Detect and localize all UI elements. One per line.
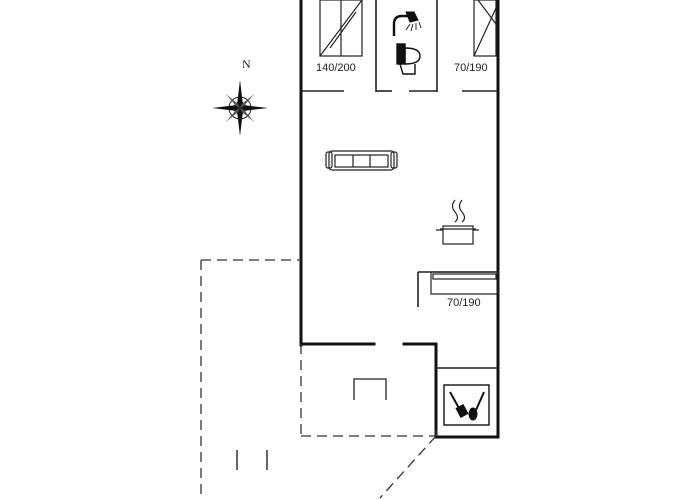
bed-icon (430, 271, 499, 295)
bed-icon (319, 0, 363, 57)
toilet-icon (396, 43, 421, 75)
exterior-walls (299, 0, 500, 439)
compass-north-label: N (242, 57, 251, 71)
cooking-pot-icon (436, 199, 479, 245)
table-icon (353, 378, 387, 400)
terrace-outline (200, 259, 437, 500)
bed-icon (473, 0, 497, 57)
bed-size-label: 140/200 (316, 62, 356, 74)
terrace-posts (236, 450, 268, 470)
compass-rose-icon (212, 80, 268, 136)
shower-icon (392, 11, 422, 36)
bed-size-label: 70/190 (454, 62, 488, 74)
utility-tools-icon (443, 384, 490, 426)
sofa-icon (325, 150, 398, 171)
bed-size-label: 70/190 (447, 297, 481, 309)
